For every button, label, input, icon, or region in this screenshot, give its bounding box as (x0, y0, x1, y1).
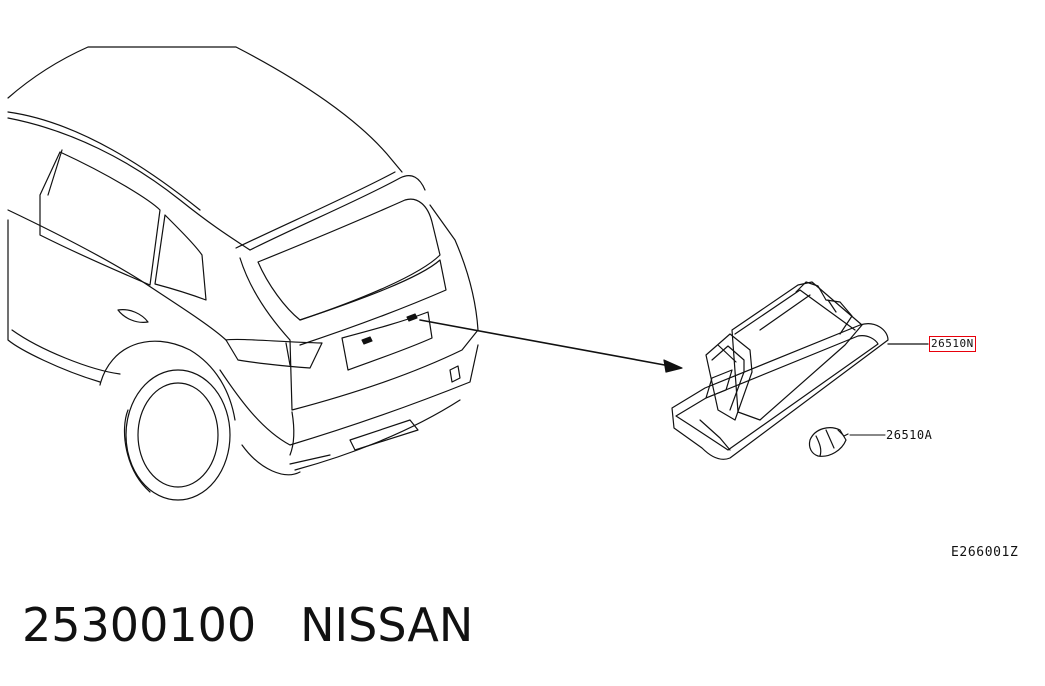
license-lamp-assembly (671, 281, 889, 460)
license-lamp-left (361, 336, 373, 345)
diagram-reference-code: E266001Z (951, 545, 1019, 560)
part-number: 25300100 (22, 598, 257, 652)
rear-wheel (125, 369, 231, 501)
bulb-illustration (808, 427, 849, 457)
caption: 25300100 NISSAN (22, 598, 473, 652)
vehicle-illustration (7, 46, 479, 501)
callout-bulb-part: 26510A (886, 428, 933, 442)
pointer-arrow (419, 319, 683, 373)
license-lamp-right (406, 313, 418, 322)
callout-lamp-part: 26510N (929, 336, 976, 352)
brand-name: NISSAN (300, 598, 474, 652)
